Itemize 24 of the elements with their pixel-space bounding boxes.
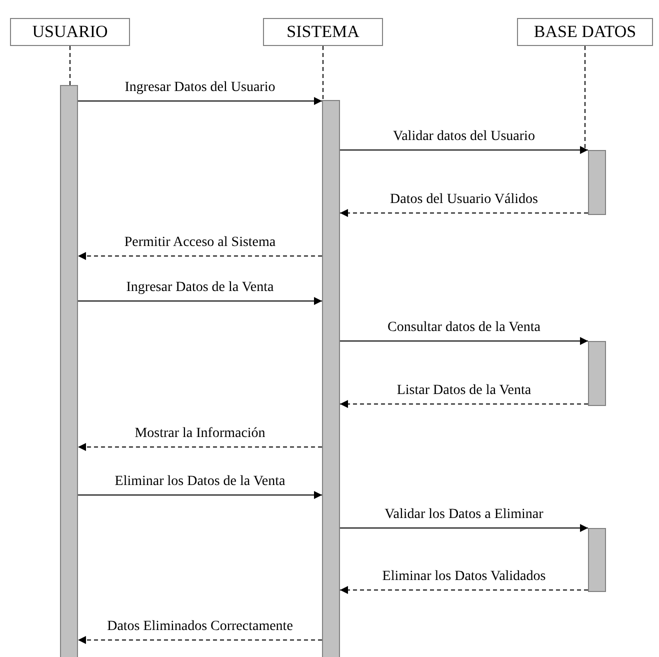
lifeline-header: SISTEMA [263, 18, 383, 46]
return-message-arrow [78, 443, 322, 451]
activation-bar [588, 341, 606, 406]
activation-bar [588, 150, 606, 215]
message-arrow [340, 337, 588, 345]
return-message-arrow [78, 252, 322, 260]
activation-bar [588, 528, 606, 592]
lifeline-header: USUARIO [10, 18, 130, 46]
return-message-arrow [340, 586, 588, 594]
return-message-arrow [340, 400, 588, 408]
message-arrow [78, 97, 322, 105]
message-arrow [340, 146, 588, 154]
message-arrow [340, 524, 588, 532]
lifeline [584, 46, 586, 150]
message-arrow [78, 491, 322, 499]
return-message-arrow [340, 209, 588, 217]
message-label: Ingresar Datos del Usuario [124, 80, 276, 96]
lifeline [322, 46, 324, 100]
message-arrow [78, 297, 322, 305]
lifeline-header: BASE DATOS [517, 18, 653, 46]
return-message-arrow [78, 636, 322, 644]
activation-bar [322, 100, 340, 657]
message-label: Ingresar Datos de la Venta [125, 280, 275, 296]
activation-bar [60, 85, 78, 657]
